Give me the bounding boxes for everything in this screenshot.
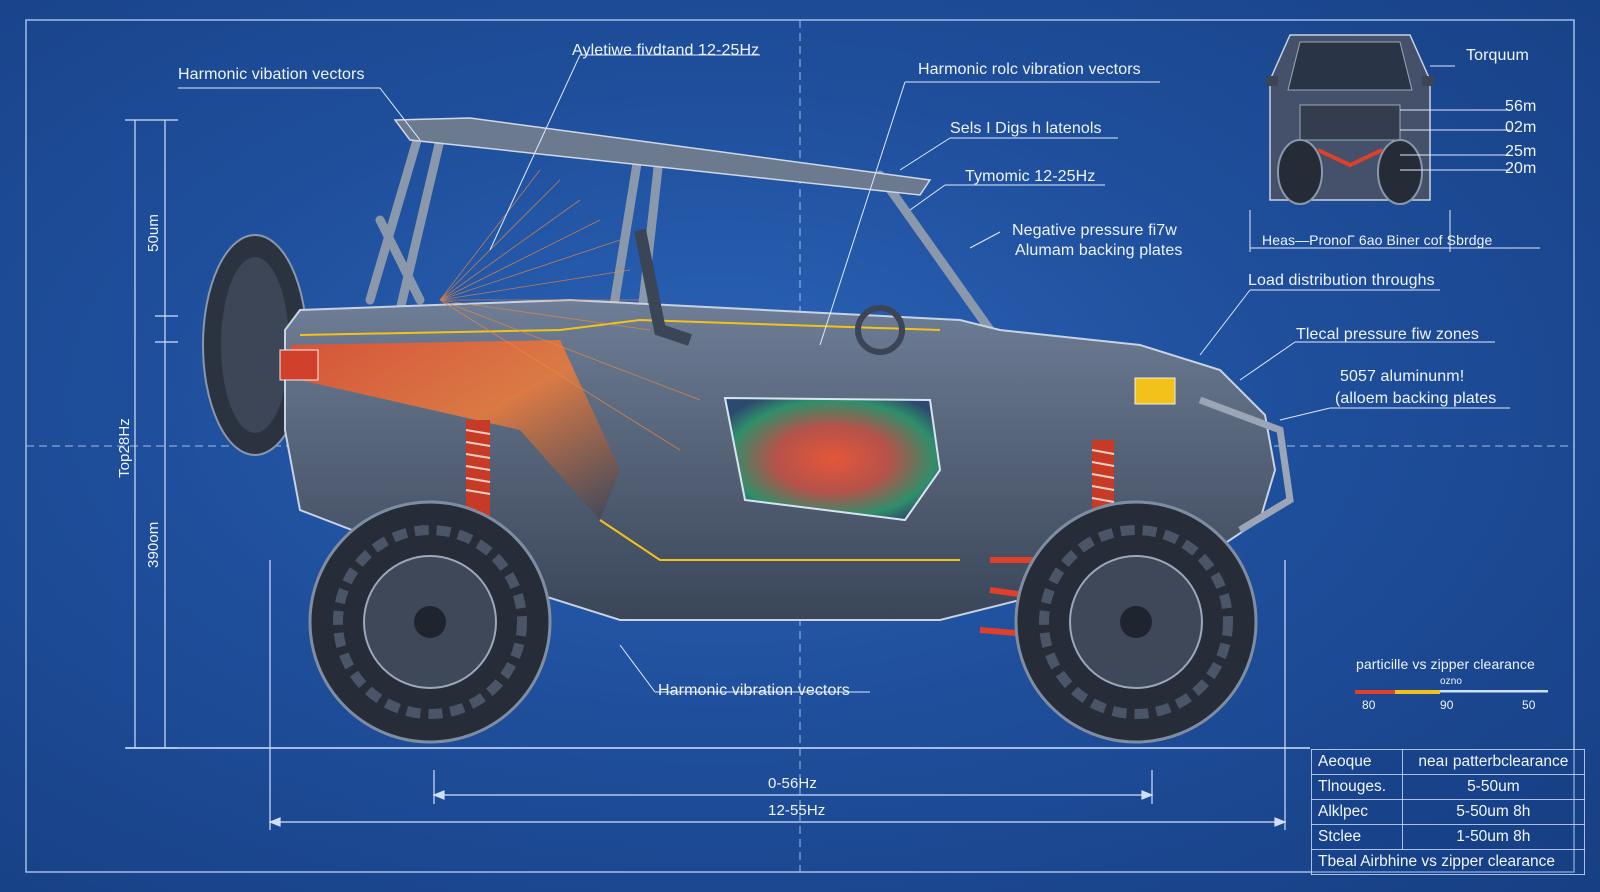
shock-rear bbox=[465, 420, 491, 520]
table-cell: Tlnouges. bbox=[1311, 774, 1403, 800]
spare-tire bbox=[202, 234, 308, 456]
table-cell: Stclee bbox=[1311, 824, 1403, 850]
clearance-scale bbox=[1355, 690, 1548, 694]
callout-alumam-backing: Alumam backing plates bbox=[1015, 242, 1183, 259]
table-row: Alklpec 5-50um 8h bbox=[1311, 799, 1586, 825]
headlight bbox=[1134, 377, 1176, 405]
table-cell: Alklpec bbox=[1311, 799, 1403, 825]
table-cell: 5-50um 8h bbox=[1401, 799, 1586, 825]
taillight bbox=[279, 349, 319, 381]
callout-harmonic-top-left: Harmonic vibation vectors bbox=[178, 66, 365, 83]
callout-harmonic-top-right: Harmonic rolc vibration vectors bbox=[918, 61, 1141, 78]
clearance-scale-sub: ozno bbox=[1440, 676, 1463, 687]
callout-load-distribution: Load distribution throughs bbox=[1248, 272, 1435, 289]
front-wheel bbox=[1014, 500, 1258, 744]
dim-bottom-2: 12-55Hz bbox=[768, 802, 826, 819]
clearance-tick-2: 90 bbox=[1440, 698, 1454, 712]
heat-zone bbox=[290, 340, 620, 520]
vibration-vectors bbox=[439, 169, 701, 451]
dim-bottom-1: 0-56Hz bbox=[768, 775, 817, 792]
callout-adaptive-band: Ayletiwe fivdtand 12-25Hz bbox=[572, 42, 760, 59]
front-view-caption: Heas—PronoΓ 6ao Biner cof Sbrdge bbox=[1262, 232, 1493, 248]
table-row: Stclee 1-50um 8h bbox=[1311, 824, 1586, 850]
front-dim-3: 25m bbox=[1505, 143, 1537, 160]
dim-left-bottom: 390om bbox=[145, 521, 162, 568]
callout-tymomic: Tymomic 12-25Hz bbox=[965, 168, 1096, 185]
roof bbox=[393, 117, 932, 196]
clearance-tick-1: 80 bbox=[1362, 698, 1376, 712]
table-cell: Aeoque bbox=[1311, 749, 1403, 775]
dim-left-mid: Top28Hz bbox=[116, 418, 133, 478]
table-cell: 1-50um 8h bbox=[1401, 824, 1586, 850]
callout-materials: Sels I Digs h latenols bbox=[950, 120, 1102, 137]
callout-pressure-zones: Tlecal pressure fiw zones bbox=[1296, 326, 1480, 343]
callout-harmonic-bottom: Harmonic vibration vectors bbox=[658, 682, 850, 699]
table-cell: 5-50um bbox=[1401, 774, 1586, 800]
front-view-title: Torquum bbox=[1466, 47, 1529, 64]
table-row: Aeoque neaı patterbclearance bbox=[1311, 749, 1586, 775]
door-panel bbox=[723, 396, 942, 522]
utv-side-view bbox=[202, 117, 1294, 744]
table-cell: neaı patterbclearance bbox=[1401, 749, 1586, 775]
spec-table: Aeoque neaı patterbclearance Tlnouges. 5… bbox=[1311, 749, 1586, 875]
front-dim-2: 02m bbox=[1505, 119, 1537, 136]
front-dim-1: 56m bbox=[1505, 98, 1537, 115]
utv-front-view bbox=[1249, 34, 1540, 252]
callout-negative-pressure: Negative pressure fi7w bbox=[1012, 222, 1177, 239]
clearance-scale-title: particille vs zipper clearance bbox=[1356, 656, 1535, 672]
leader-lines bbox=[178, 54, 1510, 693]
dim-left-top: 50um bbox=[145, 214, 162, 252]
table-footer: Tbeal Airbhine vs zipper clearance bbox=[1311, 849, 1585, 875]
left-dimension-lines bbox=[125, 119, 178, 749]
table-footer-row: Tbeal Airbhine vs zipper clearance bbox=[1311, 849, 1585, 875]
front-dim-4: 20m bbox=[1505, 160, 1537, 177]
callout-backing-plates: (alloem backing plates bbox=[1335, 390, 1497, 407]
bottom-dimension-lines bbox=[268, 560, 1287, 830]
table-row: Tlnouges. 5-50um bbox=[1311, 774, 1586, 800]
callout-aluminum: 5057 aluminunm! bbox=[1340, 368, 1465, 385]
rear-wheel bbox=[308, 500, 552, 744]
clearance-tick-3: 50 bbox=[1522, 698, 1536, 712]
